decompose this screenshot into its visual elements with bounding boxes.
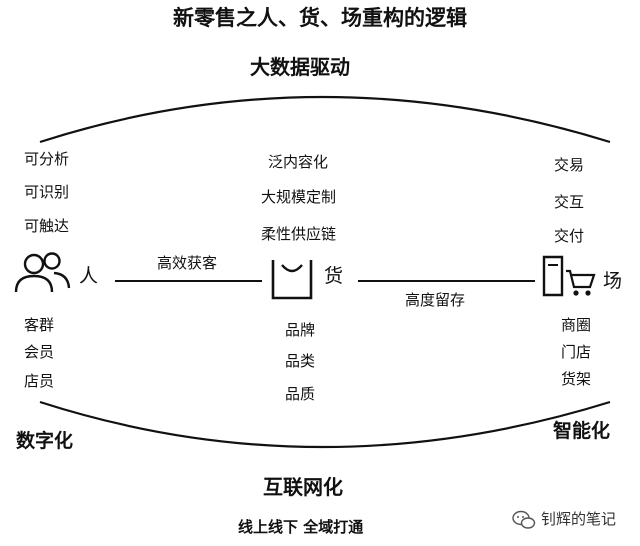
goods-label: 货 bbox=[324, 265, 344, 287]
link-label-person-goods: 高效获客 bbox=[157, 254, 218, 272]
people-icon bbox=[14, 252, 71, 293]
person-sub-3: 店员 bbox=[24, 372, 55, 390]
bottom-arc bbox=[39, 400, 611, 449]
bottom-caption: 线上线下 全域打通 bbox=[238, 518, 364, 536]
place-label: 场 bbox=[603, 270, 623, 292]
goods-sub-1: 品牌 bbox=[285, 321, 316, 339]
left-side-label: 数字化 bbox=[16, 430, 74, 452]
goods-sub-2: 品类 bbox=[285, 352, 316, 370]
goods-sub-3: 品质 bbox=[285, 385, 316, 403]
goods-attr-2: 大规模定制 bbox=[261, 188, 337, 206]
person-sub-1: 客群 bbox=[24, 316, 55, 334]
wechat-icon bbox=[512, 510, 536, 529]
place-sub-2: 门店 bbox=[561, 343, 592, 361]
link-label-goods-place: 高度留存 bbox=[405, 291, 466, 309]
right-side-label: 智能化 bbox=[553, 420, 611, 442]
person-attr-2: 可识别 bbox=[24, 183, 70, 201]
person-sub-2: 会员 bbox=[24, 343, 55, 361]
shopping-bag-icon bbox=[271, 260, 313, 300]
store-cart-icon bbox=[542, 255, 596, 297]
goods-attr-1: 泛内容化 bbox=[268, 153, 329, 171]
top-banner: 大数据驱动 bbox=[250, 55, 350, 79]
watermark-text: 钊辉的笔记 bbox=[541, 510, 617, 528]
person-attr-1: 可分析 bbox=[24, 150, 70, 168]
person-attr-3: 可触达 bbox=[24, 217, 70, 235]
top-arc bbox=[39, 95, 611, 144]
place-attr-2: 交互 bbox=[554, 193, 585, 211]
person-label: 人 bbox=[79, 265, 99, 287]
place-attr-3: 交付 bbox=[554, 227, 585, 245]
place-sub-1: 商圈 bbox=[561, 316, 592, 334]
diagram-title: 新零售之人、货、场重构的逻辑 bbox=[173, 6, 467, 30]
place-sub-3: 货架 bbox=[561, 370, 592, 388]
place-attr-1: 交易 bbox=[554, 156, 585, 174]
goods-attr-3: 柔性供应链 bbox=[261, 225, 337, 243]
bottom-banner: 互联网化 bbox=[263, 475, 343, 499]
